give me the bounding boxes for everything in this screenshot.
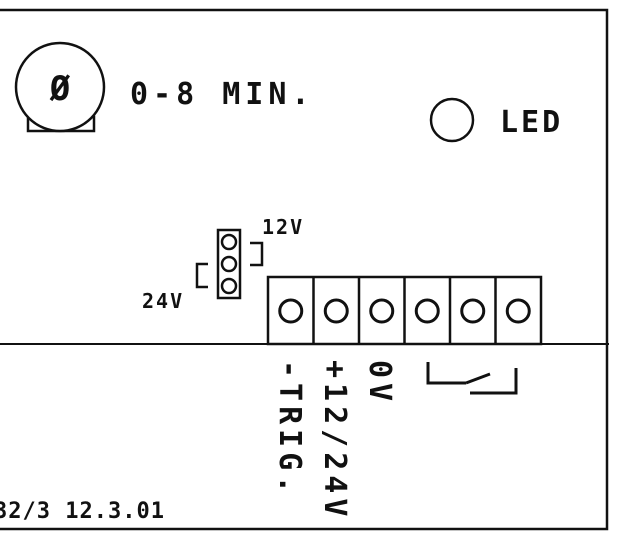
relay-contact-left — [426, 362, 466, 385]
footer-code: 32/3 12.3.01 — [0, 499, 165, 524]
voltage-jumper[interactable] — [195, 228, 264, 300]
led-indicator — [429, 97, 475, 143]
relay-contact-switch — [465, 372, 491, 385]
jumper-label-12v: 12V — [262, 215, 304, 239]
timer-range-label: 0-8 MIN. — [130, 77, 315, 112]
terminal-block — [266, 275, 543, 346]
terminal-screw[interactable] — [369, 298, 395, 324]
pot-knob — [14, 41, 106, 133]
terminal-label-trig: -TRIG. — [272, 360, 307, 498]
terminal-screw[interactable] — [323, 298, 349, 324]
terminal-screw[interactable] — [414, 298, 440, 324]
led-label: LED — [500, 105, 563, 140]
terminal-label-0v: 0V — [362, 360, 397, 406]
jumper-label-24v: 24V — [142, 289, 184, 313]
terminal-label-supply: +12/24V — [317, 360, 352, 521]
jumper-header — [216, 228, 242, 300]
jumper-pin — [220, 255, 238, 273]
board-outline — [0, 8, 609, 531]
jumper-pin — [220, 233, 238, 251]
terminal-screw[interactable] — [278, 298, 304, 324]
relay-contact-symbol — [426, 362, 518, 395]
potentiometer[interactable]: Ø — [14, 41, 106, 133]
jumper-bracket-24v — [195, 262, 208, 289]
jumper-pin — [220, 277, 238, 295]
terminal-screw[interactable] — [505, 298, 531, 324]
relay-contact-right — [470, 368, 518, 395]
pot-symbol: Ø — [49, 69, 71, 109]
terminal-screw[interactable] — [460, 298, 486, 324]
jumper-bracket-12v — [250, 241, 264, 267]
